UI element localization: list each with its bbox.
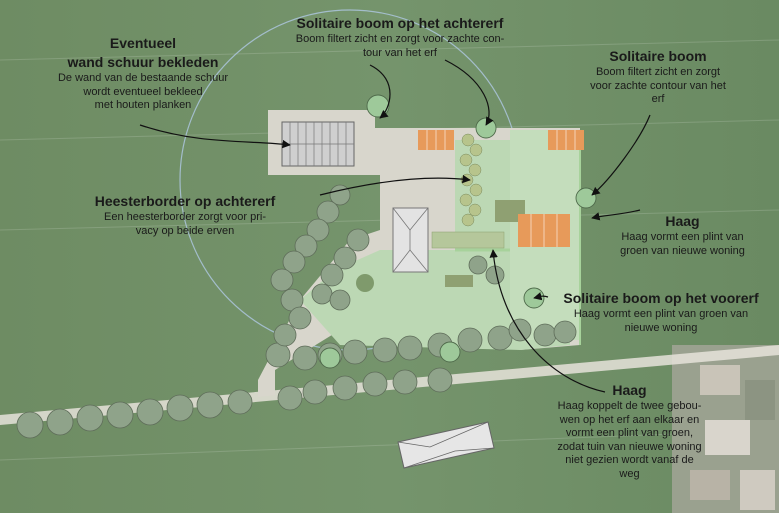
arrow-solitaire-achter-1 [369, 64, 391, 119]
tree [273, 323, 297, 347]
trees [16, 94, 597, 439]
annotation-arrows [139, 59, 651, 393]
roadside-building [397, 421, 495, 469]
tree [46, 408, 74, 436]
tree [16, 411, 44, 439]
annotation-description: Een heesterborder zorgt voor pri- vacy o… [103, 211, 267, 237]
tree [288, 306, 312, 330]
annotation-solitaire-achter: Solitaire boom op het achtererf Boom fil… [255, 14, 545, 60]
tree [294, 234, 318, 258]
annotation-description: Haag vormt een plint van groen van nieuw… [620, 231, 745, 257]
annotation-solitaire-boom: Solitaire boom Boom filtert zicht en zor… [568, 47, 748, 107]
tree [106, 401, 134, 429]
tree [342, 339, 368, 365]
tree [282, 250, 306, 274]
tree [329, 184, 351, 206]
arrow-solitaire-voor [533, 292, 549, 301]
shrub-patch-2 [445, 275, 473, 287]
tree [306, 218, 330, 242]
tree [487, 325, 513, 351]
village-aerial [672, 345, 779, 513]
tree [265, 342, 291, 368]
annotation-solitaire-voor: Solitaire boom op het voorerf Haag vormt… [543, 289, 779, 335]
arrow-heesterborder [319, 174, 471, 196]
tree [553, 320, 577, 344]
tree [196, 391, 224, 419]
tree [302, 379, 328, 405]
tree [427, 367, 453, 393]
tree [362, 371, 388, 397]
annotation-haag-rechts: Haag Haag vormt een plint van groen van … [600, 212, 765, 258]
solitary-tree [366, 94, 390, 118]
solitary-tree [439, 341, 461, 363]
tree [333, 246, 357, 270]
tree [227, 389, 253, 415]
annotation-title: Solitaire boom op het achtererf [296, 15, 504, 31]
tree [311, 283, 333, 305]
annotation-heesterborder: Heesterborder op achtererf Een heesterbo… [70, 192, 300, 238]
tree [468, 255, 488, 275]
tree [372, 337, 398, 363]
tree [166, 394, 194, 422]
tree [346, 228, 370, 252]
annotation-title: Haag [612, 382, 647, 398]
arrow-haag-rechts [591, 209, 641, 221]
shrub-patch [495, 200, 525, 222]
road [0, 345, 779, 425]
annotation-title: Heesterborder op achtererf [94, 193, 276, 209]
hedge-strip [431, 231, 505, 249]
arrow-eventueel [139, 124, 291, 149]
tree [136, 398, 164, 426]
tree [292, 345, 318, 371]
annotation-description: Haag koppelt de twee gebou- wen op het e… [557, 400, 702, 480]
tree [270, 268, 294, 292]
solitary-tree [475, 117, 497, 139]
annotation-haag-onder: Haag Haag koppelt de twee gebou- wen op … [537, 381, 722, 481]
tree [397, 335, 423, 361]
tree [277, 385, 303, 411]
solitary-tree [319, 347, 341, 369]
tree [332, 375, 358, 401]
garden-beds [418, 130, 584, 247]
existing-shed [281, 121, 355, 167]
arrow-haag-onder [489, 249, 606, 393]
solitary-tree [575, 187, 597, 209]
annotation-eventueel: Eventueel wand schuur bekleden De wand v… [28, 34, 258, 113]
annotation-description: Boom filtert zicht en zorgt voor zachte … [295, 33, 505, 59]
new-house [392, 207, 429, 273]
tree [76, 404, 104, 432]
annotation-title: Haag [665, 213, 700, 229]
tree [320, 263, 344, 287]
annotation-description: Boom filtert zicht en zorgt voor zachte … [590, 66, 726, 105]
annotation-title: Eventueel wand schuur bekleden [67, 35, 219, 70]
tree [316, 200, 340, 224]
bush [356, 274, 374, 292]
tree [392, 369, 418, 395]
annotation-title: Solitaire boom op het voorerf [563, 290, 759, 306]
arrow-solitaire-achter-2 [444, 59, 494, 126]
tree [457, 327, 483, 353]
annotation-description: De wand van de bestaande schuur wordt ev… [57, 72, 228, 111]
annotation-title: Solitaire boom [609, 48, 707, 64]
tree [329, 289, 351, 311]
tree [508, 318, 532, 342]
arrow-solitaire-boom [591, 114, 651, 196]
annotation-description: Haag vormt een plint van groen van nieuw… [573, 308, 749, 334]
